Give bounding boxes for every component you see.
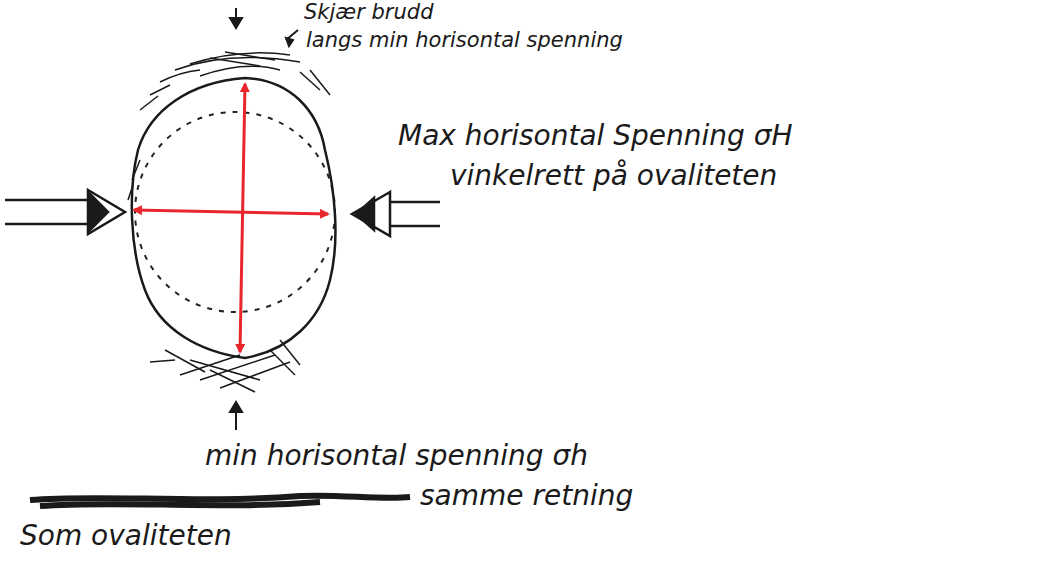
fracture-label: Skjær brudd [304, 0, 433, 24]
load-arrow-left [5, 190, 125, 234]
stress-label: vinkelrett på ovaliteten [450, 160, 777, 192]
pointer-arrows [230, 8, 298, 430]
stress-label: Max horisontal Spenning σH [398, 120, 793, 152]
note-text: Som ovaliteten [20, 520, 232, 552]
original-hole [135, 112, 335, 312]
stress-arrow-horizontal [134, 210, 328, 214]
stress-arrow-vertical [240, 84, 245, 352]
load-arrow-right [352, 192, 440, 236]
shear-fracture-bottom [150, 340, 300, 392]
note-text: samme retning [420, 480, 633, 512]
shear-fracture-top [128, 52, 330, 200]
stress-label: min horisontal spenning σh [205, 440, 588, 472]
oval-borehole [132, 78, 336, 358]
crossed-out-text [30, 496, 410, 506]
fracture-label: langs min horisontal spenning [306, 28, 623, 52]
